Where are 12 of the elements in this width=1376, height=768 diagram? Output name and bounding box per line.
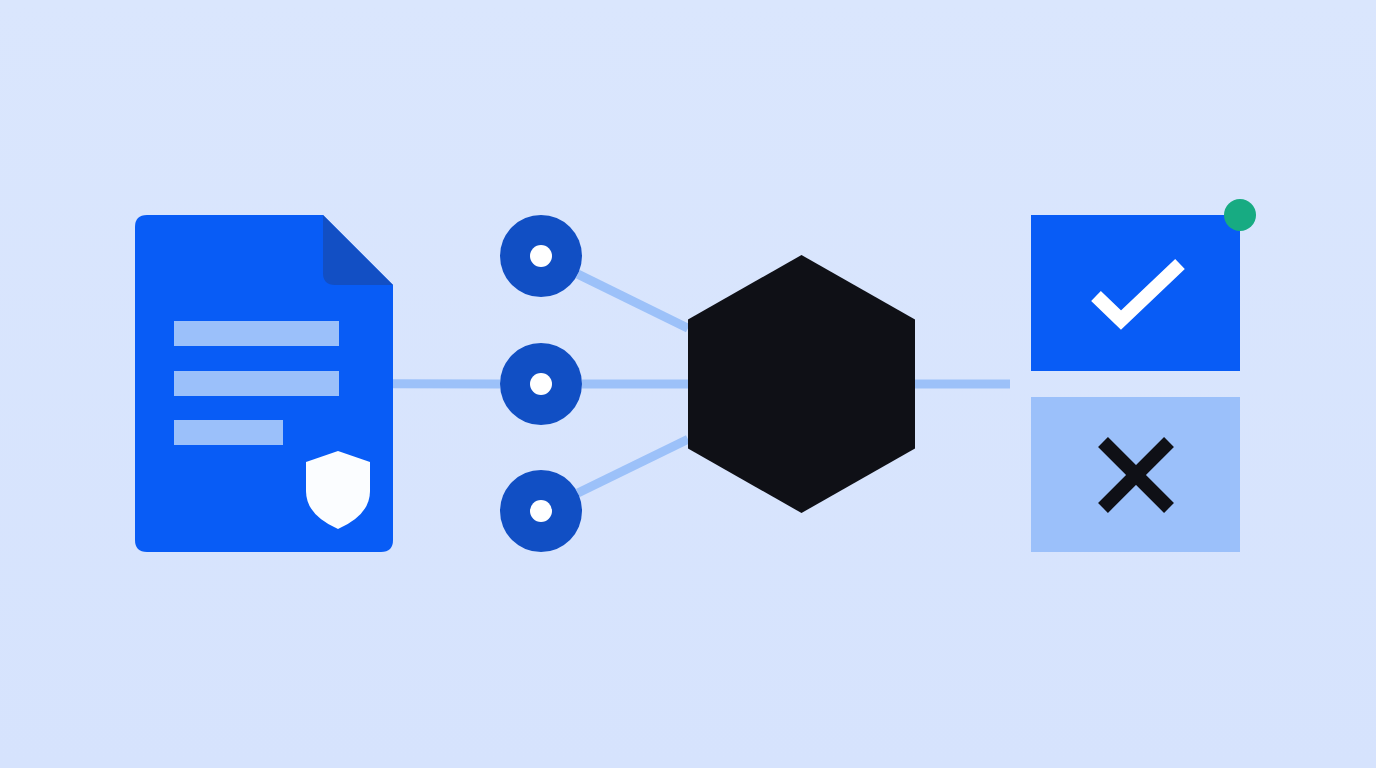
document-illustration: [135, 215, 393, 552]
check-tile: [1031, 215, 1240, 371]
connector-line: [393, 379, 500, 389]
connector-line: [582, 379, 688, 389]
cross-tile: [1031, 397, 1240, 552]
connector-line: [915, 379, 1010, 389]
connector-line: [575, 270, 690, 333]
connector-line: [575, 435, 690, 498]
hexagon-node: [688, 255, 915, 513]
ring-node: [500, 470, 582, 552]
ring-node: [500, 215, 582, 297]
ring-node: [500, 343, 582, 425]
